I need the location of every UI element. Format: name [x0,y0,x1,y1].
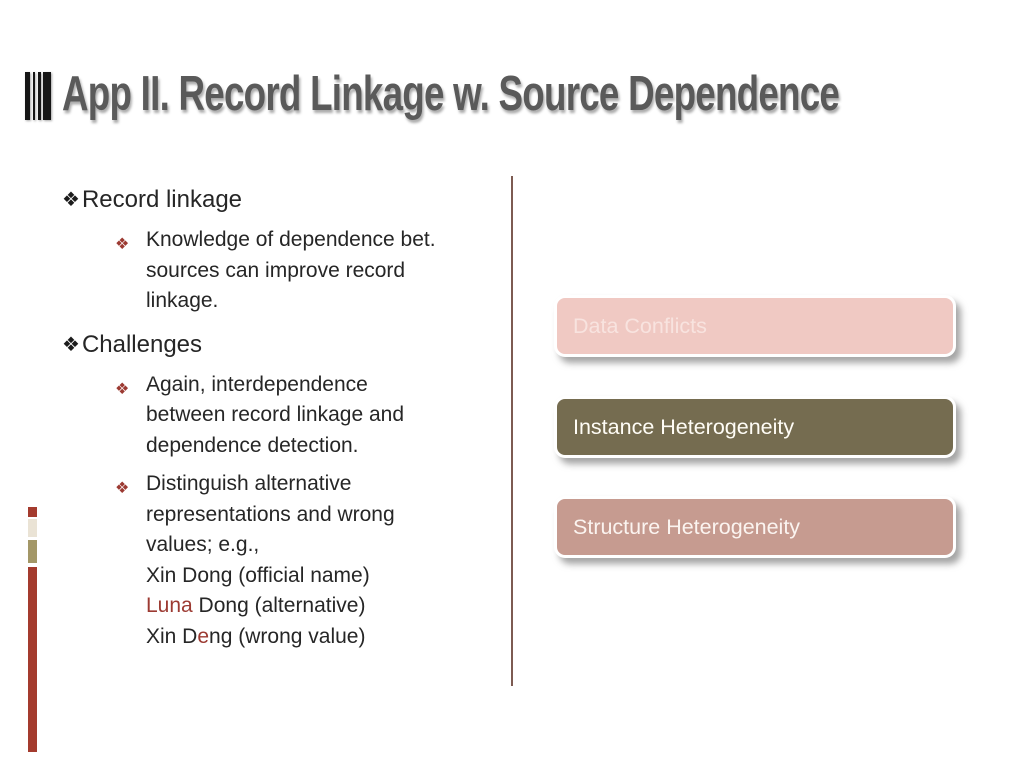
page-title: App II. Record Linkage w. Source Depende… [62,67,840,121]
accent-strip-red-bar [28,567,37,752]
bullet-item-record-linkage: ❖ Record linkage [62,186,502,215]
diamond-bullet-icon: ❖ [115,480,130,497]
diamond-bullet-icon: ❖ [115,236,130,253]
sub-bullet-line: Again, interdependence [146,372,368,396]
example-text: Xin D [146,624,198,648]
accent-strip-olive-segment [28,540,37,563]
box-structure-heterogeneity: Structure Heterogeneity [554,496,956,558]
sub-bullet-interdependence: ❖ Again, interdependence between record … [62,370,502,462]
red-highlight-letter: e [197,624,210,648]
barcode-icon [25,72,51,120]
example-line-alternative: Luna Dong (alternative) [146,591,502,622]
column-divider-line [511,176,513,686]
sub-bullet-line: Distinguish alternative [146,472,352,495]
diamond-bullet-icon: ❖ [62,333,80,356]
example-line-wrong-value: Xin Deng (wrong value) [146,622,502,653]
sub-bullet-line: linkage. [146,289,219,312]
bullet-item-challenges: ❖ Challenges [62,331,502,360]
diamond-bullet-icon: ❖ [62,189,80,211]
sub-bullet-line: representations and wrong [146,502,395,526]
box-label: Instance Heterogeneity [573,414,795,439]
sub-bullet-knowledge: ❖ Knowledge of dependence bet. sources c… [62,225,502,317]
sub-bullet-line: Knowledge of dependence bet. [146,228,436,251]
bullet-label: Record linkage [81,186,243,213]
accent-strip-cream-segment [28,519,37,537]
diamond-bullet-icon: ❖ [115,380,130,398]
sub-bullet-line: values; e.g., [146,533,260,556]
sub-bullet-line: dependence detection. [146,433,359,457]
sub-bullet-line: sources can improve record [146,258,406,282]
bullet-list: ❖ Record linkage ❖ Knowledge of dependen… [62,186,502,652]
box-label: Data Conflicts [573,313,707,338]
bullet-label: Challenges [81,330,203,358]
example-line-official-name: Xin Dong (official name) [146,563,370,587]
example-text: Dong (alternative) [192,594,366,617]
sub-bullet-line: between record linkage and [146,403,405,426]
box-data-conflicts: Data Conflicts [554,295,956,357]
red-highlight-text: Luna [146,594,193,617]
sub-bullet-distinguish: ❖ Distinguish alternative representation… [62,469,502,652]
box-label: Structure Heterogeneity [573,514,801,539]
accent-strip-red-square [28,507,37,517]
box-instance-heterogeneity: Instance Heterogeneity [554,396,956,458]
example-text: ng (wrong value) [209,624,366,648]
